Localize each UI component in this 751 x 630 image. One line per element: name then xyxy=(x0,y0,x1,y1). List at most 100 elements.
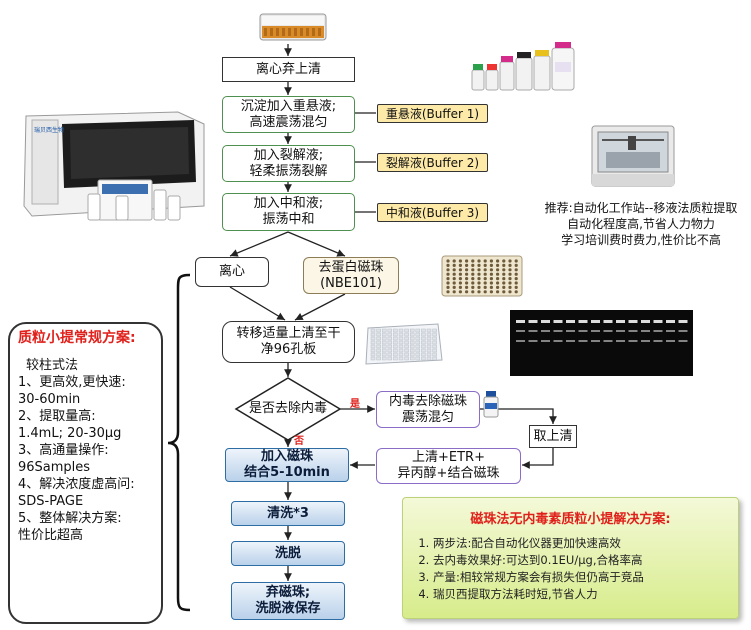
discard-beads-step: 弃磁珠; 洗脱液保存 xyxy=(231,582,345,620)
plate-well xyxy=(415,352,421,357)
plate-well xyxy=(370,344,376,349)
gel-band xyxy=(616,320,625,323)
plate-well xyxy=(387,348,393,353)
endotoxin-beads-step: 内毒去除磁珠 震荡混匀 xyxy=(376,391,480,428)
left-panel-line-3: 30-60min xyxy=(18,392,81,407)
plate-well xyxy=(398,348,404,353)
left-panel-line-6: 3、高通量操作: xyxy=(18,443,109,458)
plate-well xyxy=(415,340,421,345)
plate-well xyxy=(426,328,432,333)
plate-well xyxy=(370,336,376,341)
left-panel-line-11: 性价比超高 xyxy=(18,528,84,543)
bead-plate-well xyxy=(465,263,469,267)
plate-well xyxy=(415,332,421,337)
bead-plate-well xyxy=(446,268,450,272)
neutralize-step: 加入中和液; 振荡中和 xyxy=(222,193,355,231)
centrifuge-label: 离心 xyxy=(218,264,245,279)
sample-tube-rack-image xyxy=(259,13,327,41)
bead-plate-well xyxy=(496,268,500,272)
bead-plate-well xyxy=(502,263,506,267)
bead-plate-well xyxy=(458,281,462,285)
arrow-endotoxin-to-take xyxy=(480,408,557,424)
bead-plate-well xyxy=(458,285,462,289)
plate-well xyxy=(387,344,393,349)
gel-band xyxy=(566,320,575,323)
plate-well xyxy=(387,332,393,337)
bead-plate-well xyxy=(477,272,481,276)
deprotein-line-1: 去蛋白磁珠 xyxy=(318,259,384,275)
plate-well xyxy=(404,352,409,357)
bead-plate-well xyxy=(477,259,481,263)
gel-band xyxy=(553,340,563,342)
plate-well xyxy=(398,356,404,361)
deprotein-beads-step: 去蛋白磁珠 (NBE101) xyxy=(303,257,399,294)
bead-plate-well xyxy=(508,277,512,281)
bead-plate-well xyxy=(508,281,512,285)
left-panel-line-1: 较柱式法 xyxy=(26,358,79,373)
left-panel-line-5: 1.4mL; 20-30μg xyxy=(18,426,122,441)
no-label: 否 xyxy=(294,436,304,447)
plate-well xyxy=(426,356,432,361)
plate-well xyxy=(393,344,398,349)
plate-well xyxy=(376,332,381,337)
plate-well xyxy=(432,328,437,333)
plate-well xyxy=(409,340,415,345)
bead-plate-well xyxy=(483,268,487,272)
bead-solution-title: 磁珠法无内毒素质粒小提解决方案: xyxy=(470,512,671,527)
plate-well xyxy=(387,340,393,345)
gel-band xyxy=(603,330,613,332)
bead-plate-well xyxy=(471,272,475,276)
resuspend-line-2: 高速震荡混匀 xyxy=(249,114,328,130)
gel-band xyxy=(653,340,663,342)
gel-band xyxy=(666,330,675,332)
plate-well xyxy=(409,344,415,349)
bead-plate-well xyxy=(502,285,506,289)
plate-well xyxy=(404,356,409,361)
plate-well xyxy=(409,348,415,353)
plate-well xyxy=(415,336,421,341)
plate-well xyxy=(421,348,426,353)
bead-plate-well xyxy=(489,290,493,294)
gel-band xyxy=(653,320,663,323)
bead-plate-well xyxy=(483,259,487,263)
gel-band xyxy=(591,330,600,332)
plate-well xyxy=(376,344,381,349)
plate-well xyxy=(381,356,387,361)
transfer-line-2: 净96孔板 xyxy=(260,342,317,357)
bead-plate-well xyxy=(514,290,518,294)
plate-well xyxy=(415,328,421,333)
bead-plate-well xyxy=(502,268,506,272)
bead-plate-well xyxy=(452,268,456,272)
bead-plate-well xyxy=(446,281,450,285)
gel-band xyxy=(603,340,613,342)
plate-well xyxy=(426,336,432,341)
yes-label: 是 xyxy=(350,399,360,410)
gel-band xyxy=(528,320,538,323)
left-panel-line-8: 4、解决浓度虚高问: xyxy=(18,477,135,492)
plate-well xyxy=(404,332,409,337)
gel-band xyxy=(603,320,613,323)
plate-well xyxy=(376,348,381,353)
bead-plate-well xyxy=(489,263,493,267)
plate-well xyxy=(404,340,409,345)
plate-well xyxy=(404,328,409,333)
bead-plate-well xyxy=(477,263,481,267)
decision-diamond xyxy=(234,377,342,441)
gel-band xyxy=(628,320,638,323)
plate-well xyxy=(432,340,437,345)
plate-well xyxy=(432,356,437,361)
gel-band xyxy=(616,340,625,342)
bead-plate-well xyxy=(508,263,512,267)
bead-plate-well xyxy=(502,272,506,276)
bead-plate-well xyxy=(489,259,493,263)
plate-well xyxy=(409,332,415,337)
bead-plate-well xyxy=(471,281,475,285)
plate-well xyxy=(393,356,398,361)
bead-plate-well xyxy=(514,281,518,285)
bead-plate-well xyxy=(502,277,506,281)
bind-beads-line-2: 结合5-10min xyxy=(244,465,330,480)
solution-item-4: 瑞贝西提取方法耗时短,节省人力 xyxy=(433,586,726,603)
bead-plate-well xyxy=(496,259,500,263)
bead-plate-well xyxy=(496,263,500,267)
bead-plate-well xyxy=(502,281,506,285)
